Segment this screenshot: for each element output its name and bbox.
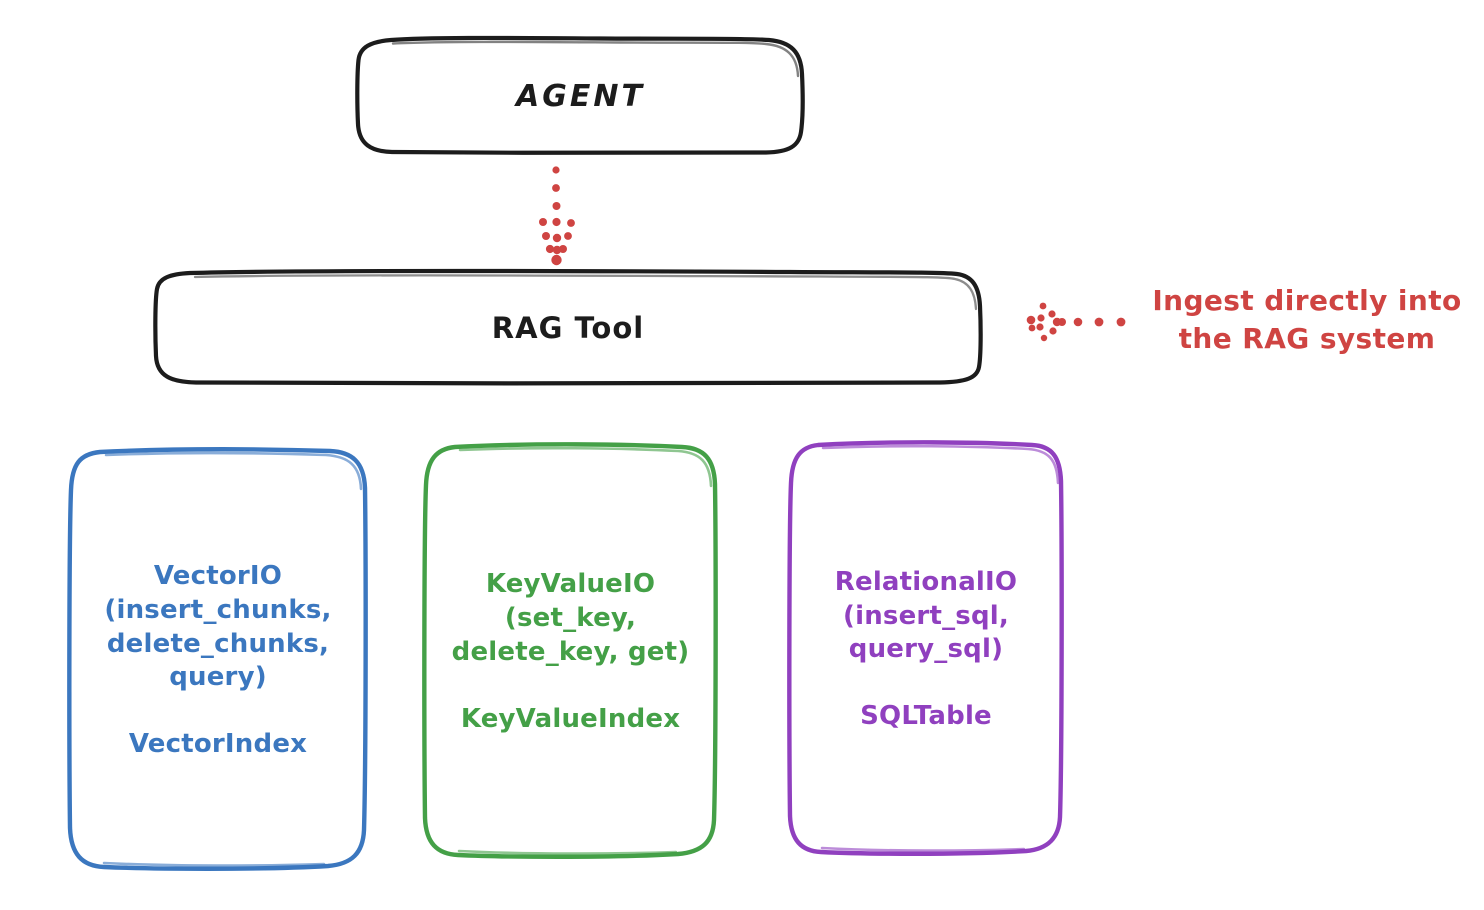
- rag-tool-node-shape[interactable]: [153, 268, 983, 386]
- agent-node-shape[interactable]: [355, 35, 805, 156]
- vector-io-node-shape[interactable]: [67, 447, 368, 871]
- ingest-arrow: [1026, 302, 1126, 342]
- relational-io-node-shape[interactable]: [787, 440, 1064, 856]
- agent-to-rag-arrow: [539, 166, 575, 266]
- key-value-io-node-shape[interactable]: [422, 442, 718, 859]
